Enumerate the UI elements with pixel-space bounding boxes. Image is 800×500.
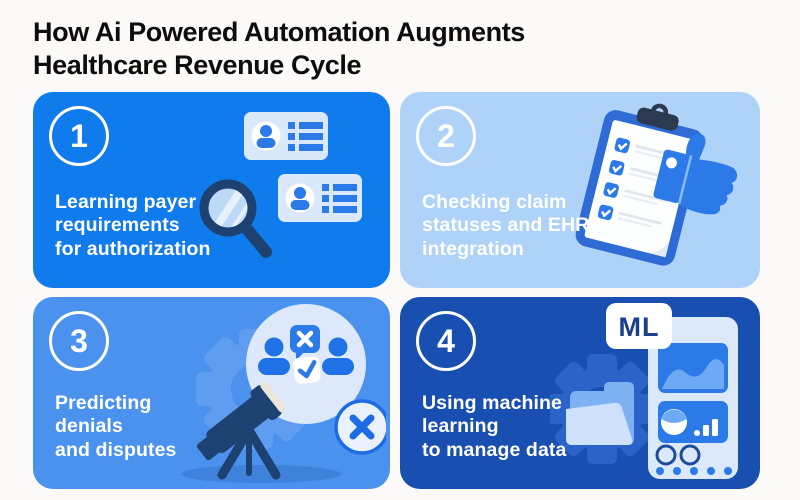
deny-x-badge-icon	[334, 399, 386, 455]
ml-badge-text: ML	[619, 312, 660, 342]
id-card-icon	[278, 174, 362, 222]
step-card-3: 3	[33, 297, 390, 489]
title-line-1: How Ai Powered Automation Augments	[33, 17, 525, 47]
clipboard-icon	[575, 103, 704, 266]
step-3-number-badge: 3	[49, 311, 109, 371]
telescope-denials-icon	[181, 304, 386, 483]
magnifier-icon	[199, 179, 272, 258]
title-line-2: Healthcare Revenue Cycle	[33, 50, 362, 81]
shadow-ellipse	[181, 465, 341, 483]
ml-data-dashboard-icon: ML	[550, 303, 738, 479]
step-1-number: 1	[70, 117, 88, 154]
step-card-2: 2	[400, 92, 760, 288]
telescope-icon	[196, 381, 287, 480]
step-4-number: 4	[437, 322, 455, 359]
step-1-number-badge: 1	[49, 106, 109, 166]
dashboard-panel-icon	[648, 317, 738, 479]
step-3-number: 3	[70, 322, 88, 359]
step-3-caption: Predicting denials and disputes	[55, 391, 177, 462]
dispute-people-icon	[246, 304, 366, 424]
step-4-caption: Using machine learning to manage data	[422, 391, 567, 462]
ml-badge: ML	[606, 303, 672, 349]
step-2-caption: Checking claim statuses and EHR integrat…	[422, 190, 590, 261]
step-card-4: 4	[400, 297, 760, 489]
step-2-number: 2	[437, 117, 455, 154]
id-card-icon	[244, 112, 328, 160]
thumbs-up-icon	[653, 133, 738, 215]
folder-icon	[566, 382, 634, 445]
step-4-number-badge: 4	[416, 311, 476, 371]
page-title: How Ai Powered Automation Augments Healt…	[33, 16, 525, 82]
step-2-number-badge: 2	[416, 106, 476, 166]
id-cards-magnifier-icon	[199, 112, 362, 258]
step-1-caption: Learning payer requirements for authoriz…	[55, 190, 211, 261]
step-card-1: 1	[33, 92, 390, 288]
clipboard-thumbs-up-icon	[575, 103, 738, 266]
